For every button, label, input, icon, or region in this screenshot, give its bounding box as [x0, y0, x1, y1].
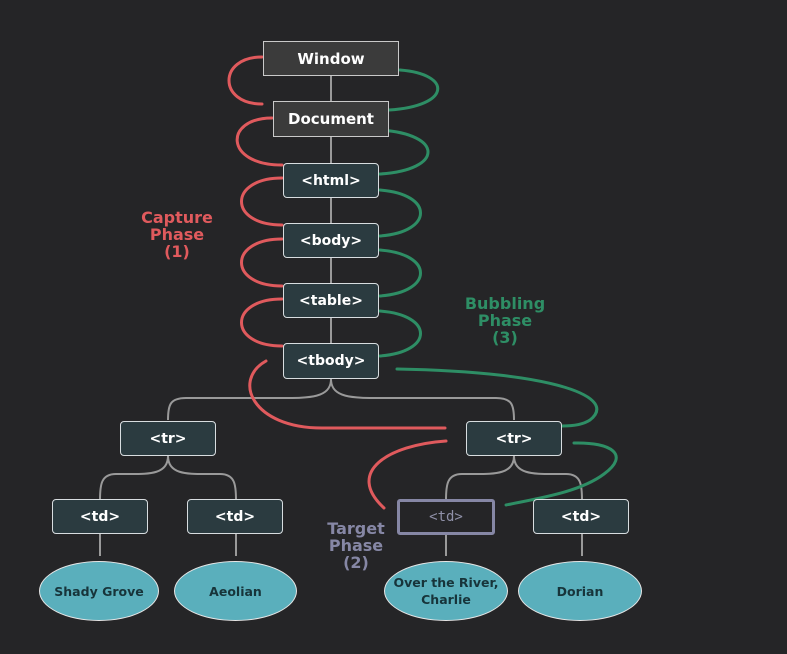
target-phase-label-line3: (2): [343, 553, 369, 572]
bubbling-phase-label-line2: Phase: [477, 311, 533, 330]
capture-phase-label-line2: Phase: [149, 225, 205, 244]
capture-phase-label: Capture Phase (1): [134, 209, 220, 260]
capture-arc-window: [227, 55, 264, 106]
bubbling-phase-label: Bubbling Phase (3): [458, 295, 552, 346]
bubbling-phase-label-line3: (3): [492, 328, 518, 347]
capture-phase-arcs: [227, 55, 448, 510]
connector-tbody-tr-left: [167, 378, 332, 421]
connector-tr-left-td-2: [167, 455, 237, 501]
node-td-4: <td>: [533, 499, 629, 534]
tree-connectors: [99, 76, 583, 556]
node-window: Window: [263, 41, 399, 76]
connector-tr-left-td-1: [99, 455, 169, 501]
leaf-shady-grove: Shady Grove: [39, 561, 159, 621]
bubbling-phase-label-line1: Bubbling: [464, 294, 546, 313]
node-td-target: <td>: [397, 499, 495, 535]
node-td-1: <td>: [52, 499, 148, 534]
node-document: Document: [273, 101, 389, 137]
node-td-2: <td>: [187, 499, 283, 534]
bubbling-arc-td: [504, 441, 618, 507]
capture-phase-label-line3: (1): [164, 242, 190, 261]
bubbling-phase-arcs: [378, 68, 618, 507]
capture-arc-document: [235, 116, 284, 167]
target-phase-label-line1: Target: [327, 519, 385, 538]
capture-arc-body: [240, 237, 284, 288]
connector-tr-right-td-target: [445, 455, 515, 501]
capture-arc-tbody: [248, 359, 447, 430]
bubbling-arc-table: [378, 248, 422, 298]
node-table: <table>: [283, 283, 379, 318]
leaf-aeolian: Aeolian: [174, 561, 297, 621]
bubbling-arc-html: [378, 128, 430, 176]
node-tr-left: <tr>: [120, 421, 216, 456]
node-body: <body>: [283, 223, 379, 258]
capture-arc-html: [240, 176, 284, 227]
leaf-dorian: Dorian: [518, 561, 642, 621]
leaf-over-the-river-charlie: Over the River, Charlie: [384, 561, 508, 621]
capture-arc-tr: [367, 439, 448, 510]
capture-arc-table: [240, 297, 284, 348]
node-tbody: <tbody>: [283, 343, 379, 379]
bubbling-arc-tbody: [378, 309, 422, 358]
bubbling-arc-body: [378, 188, 422, 238]
connector-tbody-tr-right: [330, 378, 515, 421]
bubbling-arc-document: [387, 68, 440, 112]
node-tr-right: <tr>: [466, 421, 562, 456]
connector-tr-right-td-4: [513, 455, 583, 501]
capture-phase-label-line1: Capture: [141, 208, 213, 227]
node-html: <html>: [283, 163, 379, 198]
target-phase-label: Target Phase (2): [320, 520, 392, 571]
bubbling-arc-tr: [395, 367, 599, 428]
target-phase-label-line2: Phase: [328, 536, 384, 555]
